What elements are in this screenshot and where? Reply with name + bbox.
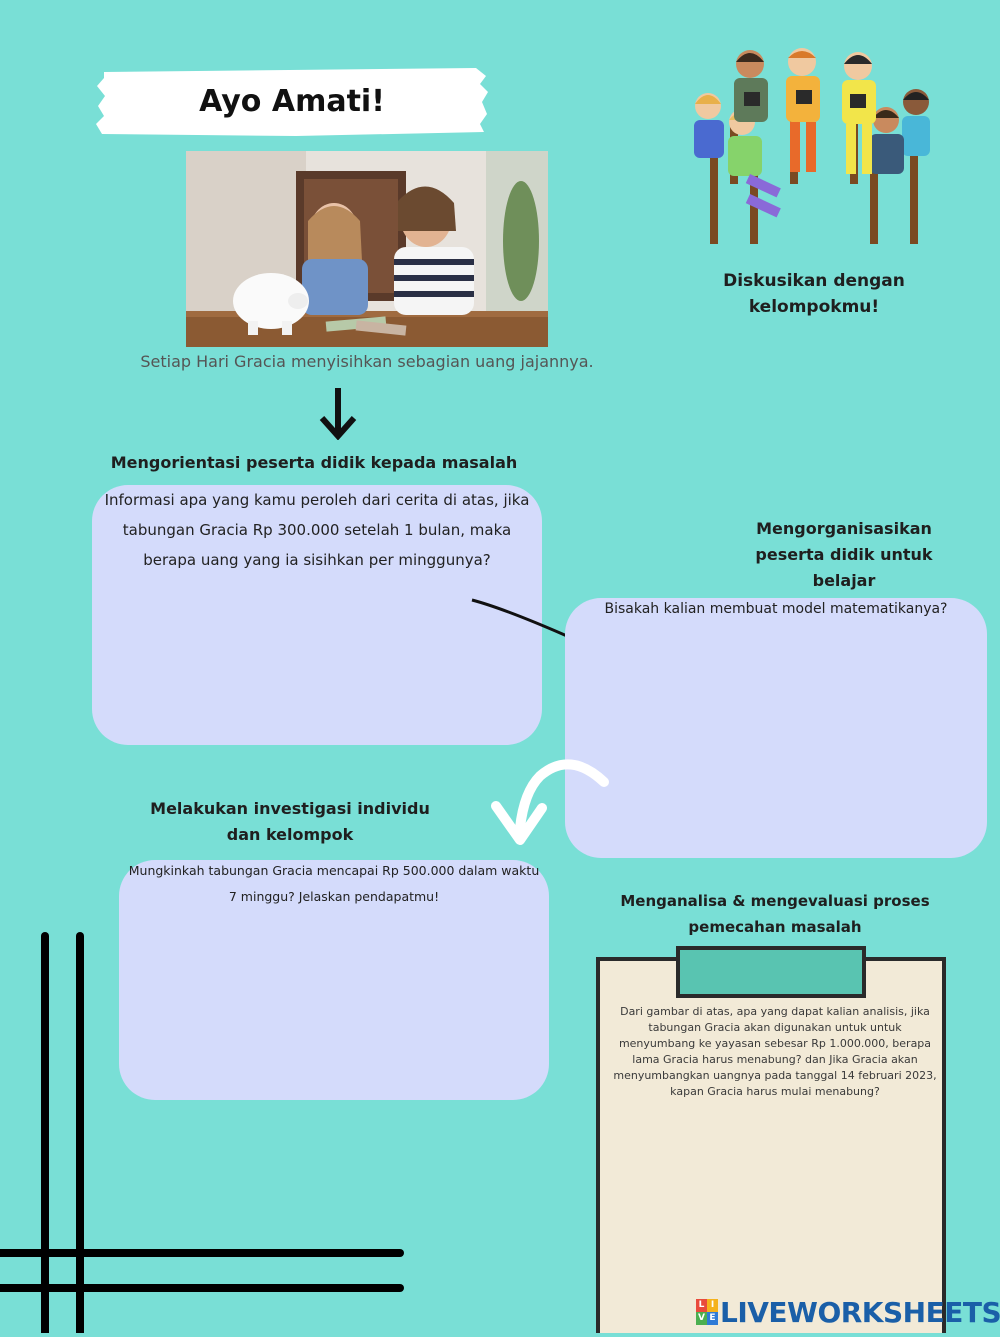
discuss-heading: Diskusikan dengan kelompokmu! [700,268,928,320]
step1-heading: Mengorientasi peserta didik kepada masal… [110,453,518,472]
step1-answer-box[interactable] [92,485,542,745]
step4-heading-line-2: pemecahan masalah [688,918,862,936]
step3-heading: Melakukan investigasi individu dan kelom… [150,796,430,848]
step2-heading: Mengorganisasikan peserta didik untuk be… [726,516,962,594]
step2-answer-box[interactable] [565,598,987,858]
group-discussion-illustration [690,44,938,250]
photo-mother-daughter-piggy-bank [186,151,548,347]
logo-mark-icon: L I V E [696,1299,718,1325]
decorative-hash-lines [0,930,404,1337]
discuss-line-1: Diskusikan dengan [723,271,905,291]
step2-question: Bisakah kalian membuat model matematikan… [604,601,948,617]
step3-heading-line-2: dan kelompok [226,825,354,844]
step3-question: Mungkinkah tabungan Gracia mencapai Rp 5… [128,863,540,904]
step4-heading: Menganalisa & mengevaluasi proses pemeca… [610,888,940,940]
step4-heading-line-1: Menganalisa & mengevaluasi proses [620,892,930,910]
discuss-line-2: kelompokmu! [748,297,880,317]
clipboard-clip [676,946,866,998]
page-title: Ayo Amati! [199,83,385,119]
liveworksheets-logo[interactable]: L I V E LIVEWORKSHEETS [696,1294,1000,1330]
step3-answer-box[interactable] [119,860,549,1100]
step4-answer-paper[interactable] [596,957,946,1333]
photo-caption: Setiap Hari Gracia menyisihkan sebagian … [140,352,594,371]
brush-stroke-shape [96,68,488,136]
logo-text: LIVEWORKSHEETS [720,1295,1000,1329]
step4-question: Dari gambar di atas, apa yang dapat kali… [613,1005,937,1098]
curved-arrow-icon [490,756,610,846]
step2-heading-line-1: Mengorganisasikan [756,519,932,538]
arrow-down-icon [318,384,358,441]
title-banner: Ayo Amati! [96,66,488,136]
step3-heading-line-1: Melakukan investigasi individu [150,799,430,818]
step1-question: Informasi apa yang kamu peroleh dari cer… [104,491,530,569]
step2-heading-line-2: peserta didik untuk belajar [755,545,933,590]
